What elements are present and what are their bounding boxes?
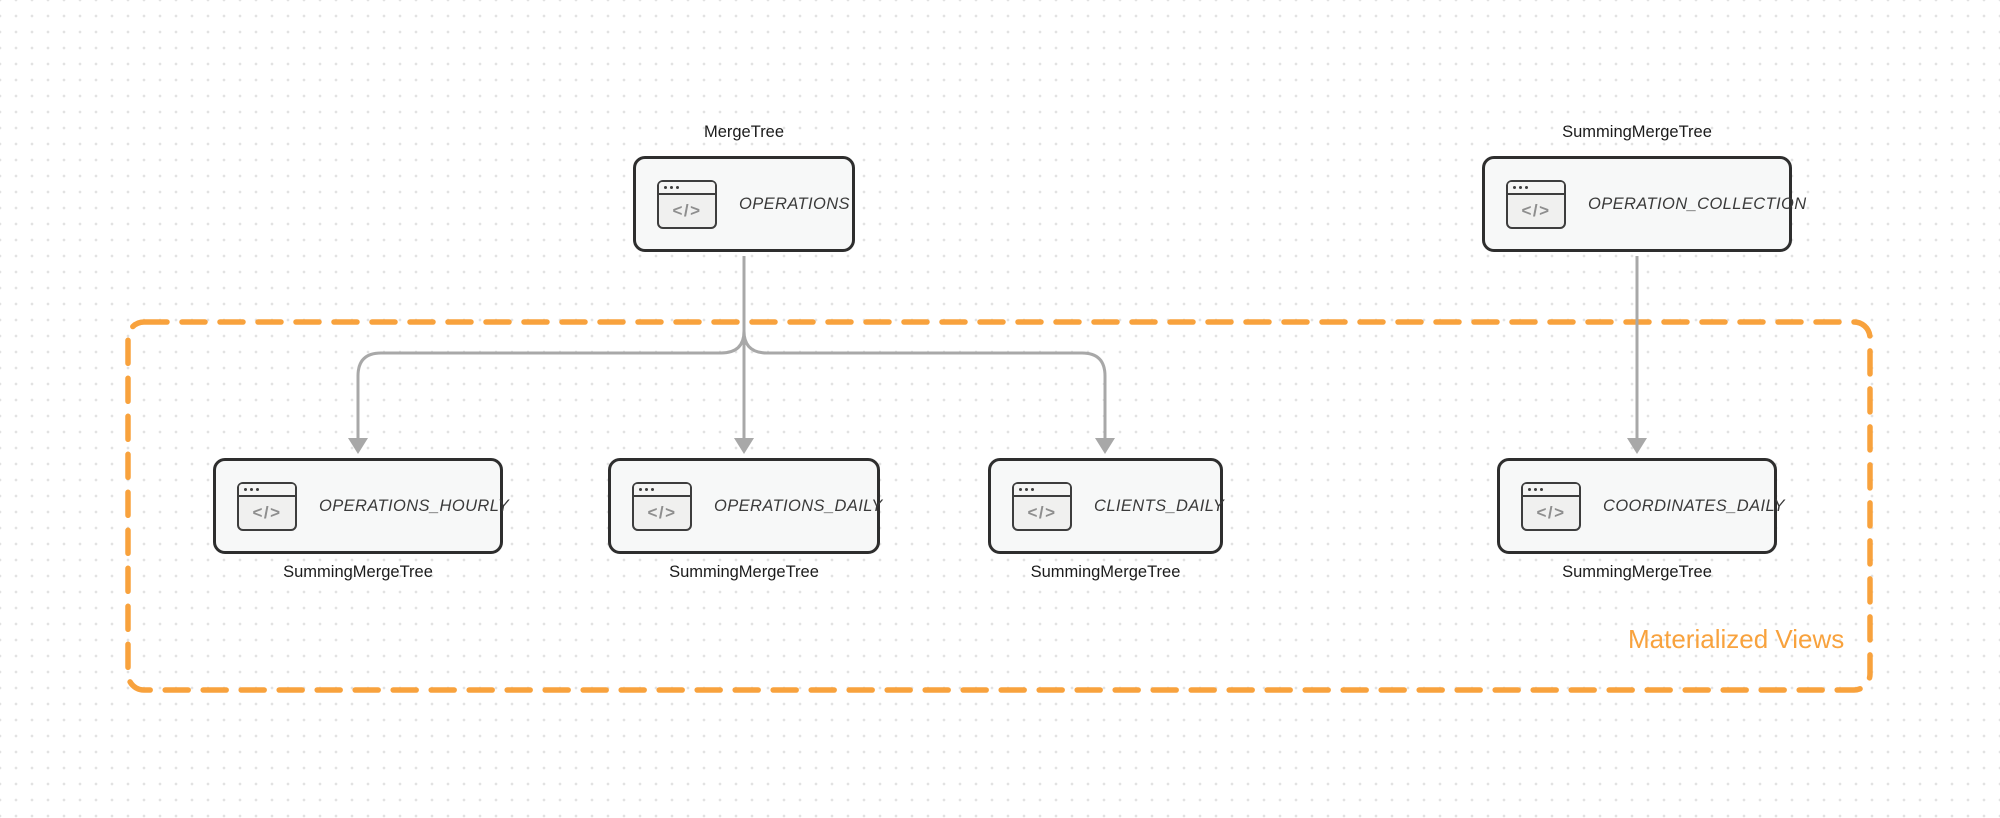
code-glyph: </> xyxy=(252,502,282,522)
node-operations[interactable]: </> OPERATIONS xyxy=(633,156,855,252)
arrowhead xyxy=(734,438,754,454)
code-glyph: </> xyxy=(1027,502,1057,522)
node-title: OPERATIONS_HOURLY xyxy=(319,496,510,515)
edge-operations-to-operations-hourly xyxy=(356,256,746,440)
node-title: OPERATIONS xyxy=(739,194,850,213)
engine-label-operations-daily: SummingMergeTree xyxy=(669,563,819,581)
window-titlebar xyxy=(1523,483,1579,497)
code-window-icon: </> xyxy=(237,481,297,531)
node-operations-daily[interactable]: </> OPERATIONS_DAILY xyxy=(608,458,883,554)
node-clients-daily[interactable]: </> CLIENTS_DAILY xyxy=(988,458,1225,554)
code-window-icon: </> xyxy=(1521,481,1581,531)
arrowhead xyxy=(1095,438,1115,454)
window-titlebar xyxy=(659,181,715,195)
window-titlebar xyxy=(1014,483,1070,497)
code-window-icon: </> xyxy=(657,179,717,229)
engine-label-operations: MergeTree xyxy=(703,123,785,141)
edge-operations-to-clients-daily xyxy=(742,256,1107,440)
materialized-views-label: Materialized Views xyxy=(1628,624,1845,654)
code-glyph: </> xyxy=(647,502,677,522)
code-window-icon: </> xyxy=(1012,481,1072,531)
code-glyph: </> xyxy=(672,200,702,220)
node-title: CLIENTS_DAILY xyxy=(1094,496,1225,515)
code-glyph: </> xyxy=(1536,502,1566,522)
arrowhead xyxy=(1627,438,1647,454)
node-operations-hourly[interactable]: </> OPERATIONS_HOURLY xyxy=(213,458,509,554)
arrowhead xyxy=(348,438,368,454)
engine-label-operations-hourly: SummingMergeTree xyxy=(283,563,433,581)
code-window-icon: </> xyxy=(1506,179,1566,229)
materialized-views-group-outline xyxy=(125,319,1873,693)
node-coordinates-daily[interactable]: </> COORDINATES_DAILY xyxy=(1497,458,1785,554)
window-titlebar xyxy=(1508,181,1564,195)
window-titlebar xyxy=(634,483,690,497)
window-titlebar xyxy=(239,483,295,497)
node-operation-collection[interactable]: </> OPERATION_COLLECTION xyxy=(1482,156,1806,252)
engine-label-clients-daily: SummingMergeTree xyxy=(1030,563,1181,581)
node-title: COORDINATES_DAILY xyxy=(1603,496,1785,515)
node-title: OPERATION_COLLECTION xyxy=(1588,194,1807,213)
node-title: OPERATIONS_DAILY xyxy=(714,496,883,515)
engine-label-coordinates-daily: SummingMergeTree xyxy=(1562,563,1712,581)
code-glyph: </> xyxy=(1521,200,1551,220)
engine-label-operation-collection: SummingMergeTree xyxy=(1562,123,1712,141)
code-window-icon: </> xyxy=(632,481,692,531)
